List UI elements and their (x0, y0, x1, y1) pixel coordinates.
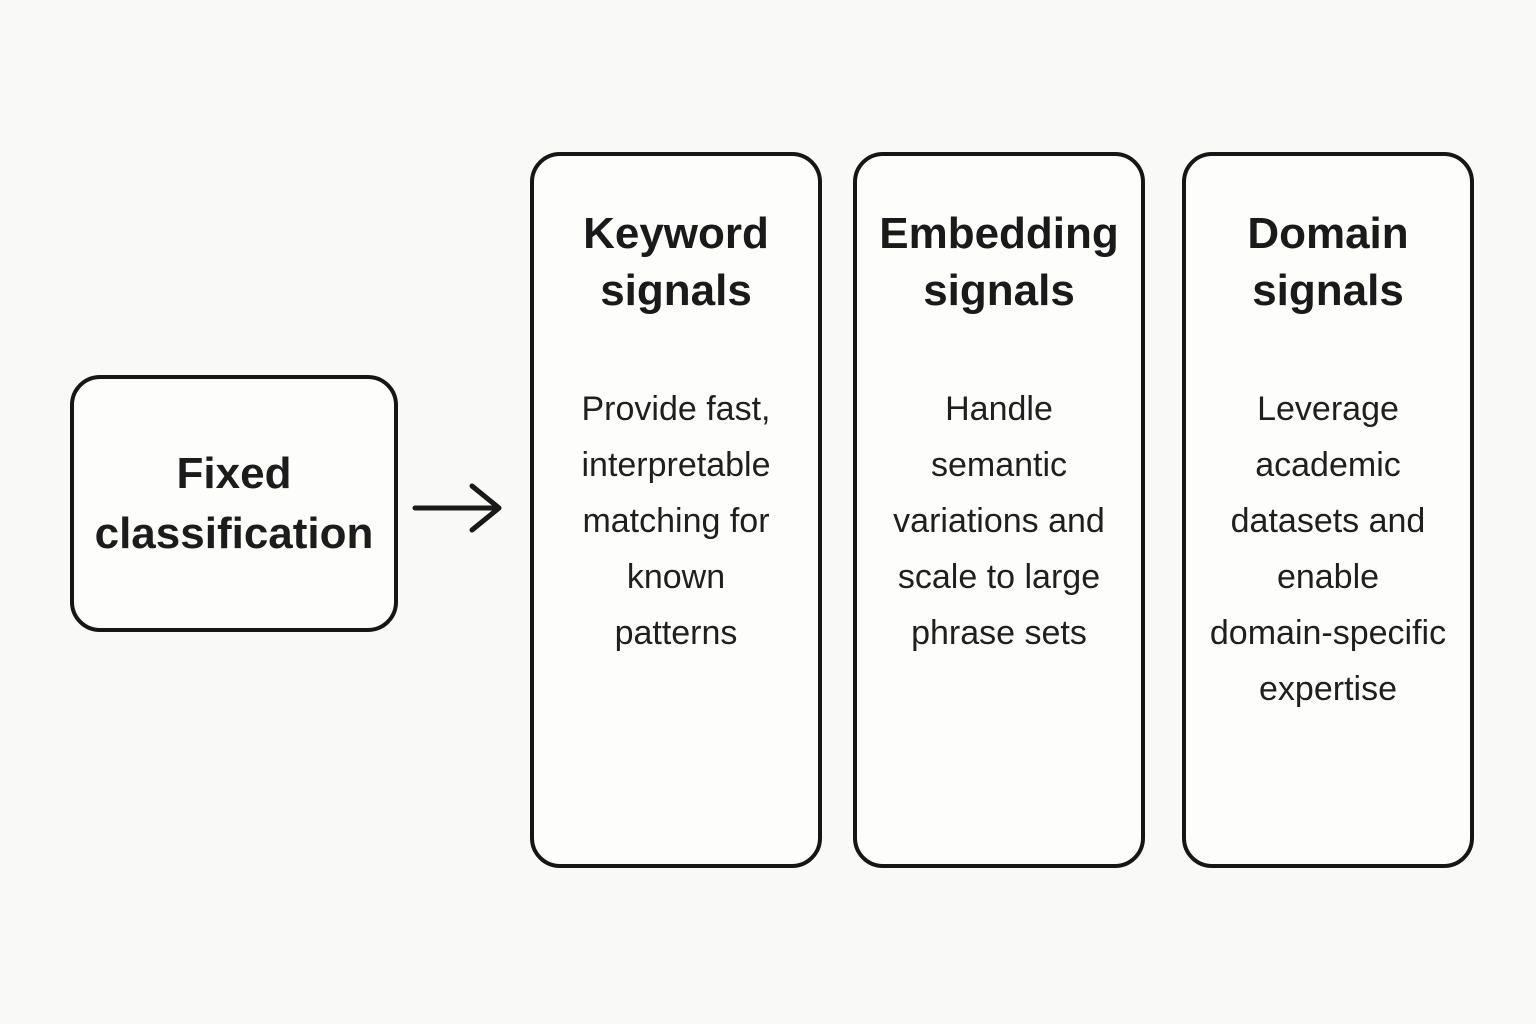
domain-signals-title: Domain signals (1247, 209, 1409, 315)
embedding-signals-description: Handle semantic variations and scale to … (893, 390, 1105, 652)
fixed-classification-label: Fixed classification (94, 448, 374, 558)
fixed-classification-node: Fixed classification (70, 375, 398, 632)
embedding-signals-node: Embedding signals Handle semantic variat… (853, 152, 1145, 868)
domain-signals-node: Domain signals Leverage academic dataset… (1182, 152, 1474, 868)
keyword-signals-node: Keyword signals Provide fast, interpreta… (530, 152, 822, 868)
embedding-signals-title: Embedding signals (879, 209, 1119, 315)
keyword-signals-description: Provide fast, interpretable matching for… (581, 390, 771, 652)
domain-signals-description: Leverage academic datasets and enable do… (1209, 390, 1447, 708)
right-arrow-icon (412, 483, 502, 533)
keyword-signals-title: Keyword signals (583, 209, 769, 315)
